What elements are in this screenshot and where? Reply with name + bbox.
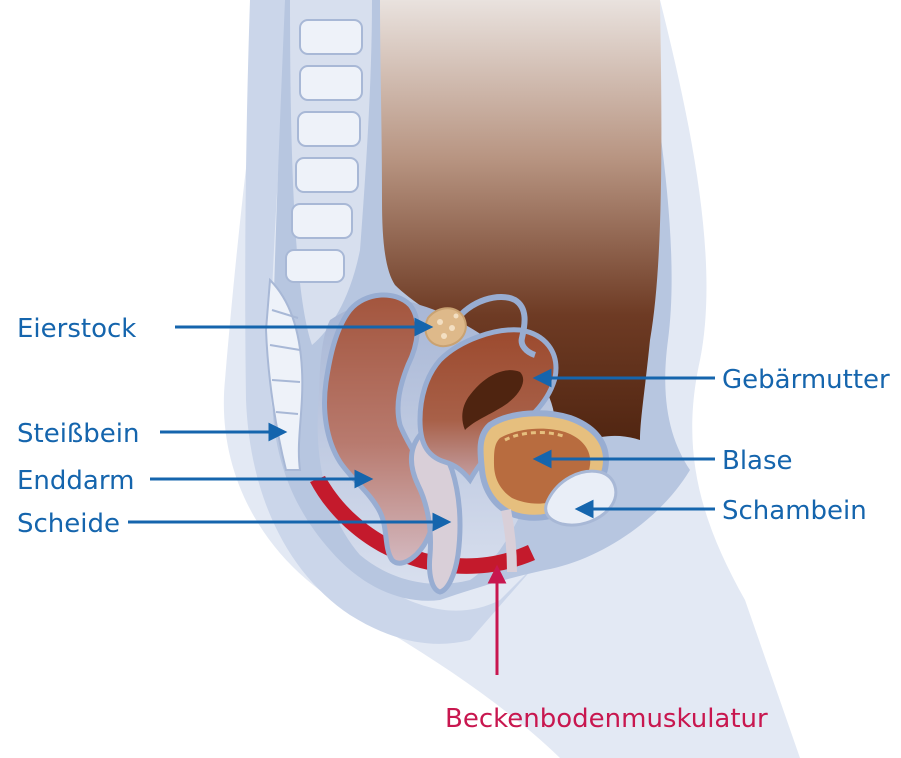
label-gebaermutter: Gebärmutter xyxy=(722,365,890,395)
vertebra xyxy=(298,112,360,146)
vertebra xyxy=(300,20,362,54)
vertebra xyxy=(292,204,352,238)
label-scheide: Scheide xyxy=(17,509,120,539)
label-eierstock: Eierstock xyxy=(17,314,136,344)
label-enddarm: Enddarm xyxy=(17,466,134,496)
vertebra xyxy=(300,66,362,100)
label-steissbein: Steißbein xyxy=(17,419,140,449)
label-schambein: Schambein xyxy=(722,496,867,526)
vertebra xyxy=(286,250,344,282)
label-beckenbodenmuskulatur: Beckenbodenmuskulatur xyxy=(445,704,768,734)
urethra xyxy=(506,510,512,572)
label-blase: Blase xyxy=(722,446,793,476)
vertebra xyxy=(296,158,358,192)
